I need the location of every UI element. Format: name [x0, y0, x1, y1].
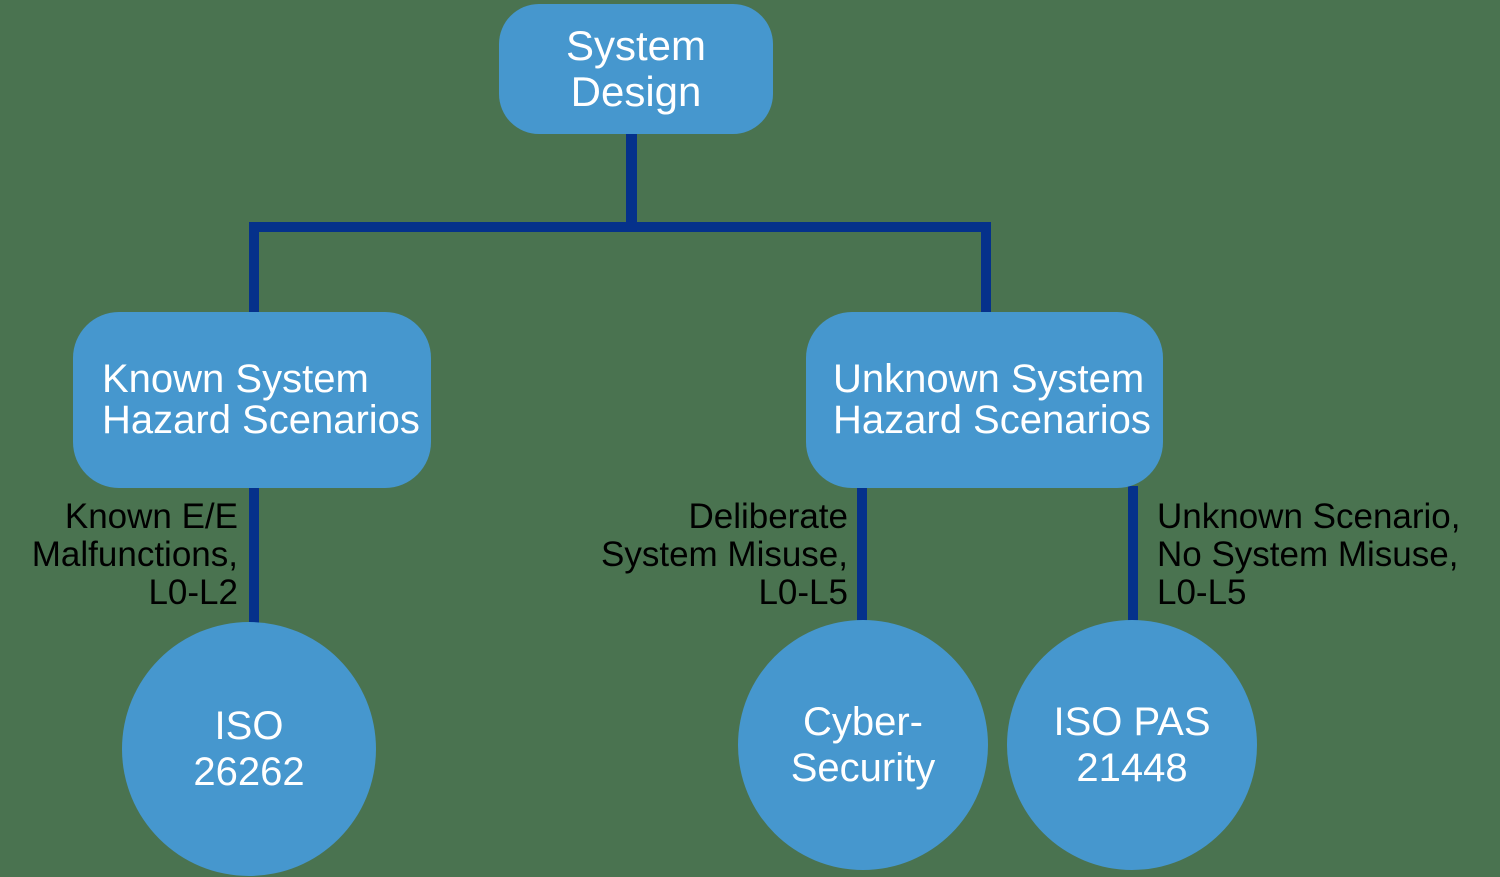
connector-horizontal-bar	[249, 222, 991, 232]
node-known-hazard-line2: Hazard Scenarios	[102, 398, 420, 442]
connector-cyber-leaf-stem	[857, 486, 867, 626]
connector-pas-leaf-stem	[1128, 486, 1138, 626]
edge-label-unknown-scenario: Unknown Scenario, No System Misuse, L0-L…	[1157, 498, 1500, 612]
edge-label-deliberate-misuse: Deliberate System Misuse, L0-L5	[548, 498, 848, 612]
leaf-iso-26262-line1: ISO	[214, 704, 284, 748]
edge-label-unknown-line1: Unknown Scenario,	[1157, 497, 1461, 536]
connector-right-drop	[981, 222, 991, 316]
edge-label-deliberate-line1: Deliberate	[688, 497, 848, 536]
edge-label-known-ee-malfunctions: Known E/E Malfunctions, L0-L2	[0, 498, 238, 612]
connector-left-leaf-stem	[249, 486, 259, 626]
leaf-iso-pas-21448-line1: ISO PAS	[1053, 700, 1211, 744]
node-known-hazard-line1: Known System	[102, 357, 369, 401]
connector-left-drop	[249, 222, 259, 316]
node-unknown-hazard-line1: Unknown System	[833, 357, 1145, 401]
leaf-iso-pas-21448-line2: 21448	[1076, 746, 1188, 790]
edge-label-unknown-line3: L0-L5	[1157, 573, 1247, 612]
leaf-cyber-security-line1: Cyber-	[802, 700, 924, 744]
node-system-design-line2: Design	[570, 68, 702, 115]
edge-label-known-ee-line3: L0-L2	[148, 573, 238, 612]
edge-label-deliberate-line2: System Misuse,	[601, 535, 848, 574]
edge-label-known-ee-line1: Known E/E	[64, 497, 238, 536]
connector-root-stem	[626, 132, 637, 232]
node-unknown-hazard-scenarios: Unknown System Hazard Scenarios	[806, 312, 1163, 488]
node-system-design-line1: System	[565, 22, 707, 69]
leaf-cyber-security-line2: Security	[790, 746, 936, 790]
leaf-cyber-security: Cyber- Security	[738, 620, 988, 870]
edge-label-known-ee-line2: Malfunctions,	[31, 535, 238, 574]
leaf-iso-pas-21448: ISO PAS 21448	[1007, 620, 1257, 870]
node-known-hazard-scenarios: Known System Hazard Scenarios	[73, 312, 431, 488]
node-system-design: System Design	[499, 4, 773, 134]
leaf-iso-26262-line2: 26262	[193, 750, 305, 794]
node-unknown-hazard-line2: Hazard Scenarios	[833, 398, 1151, 442]
edge-label-deliberate-line3: L0-L5	[758, 573, 848, 612]
leaf-iso-26262: ISO 26262	[122, 622, 376, 876]
edge-label-unknown-line2: No System Misuse,	[1157, 535, 1459, 574]
